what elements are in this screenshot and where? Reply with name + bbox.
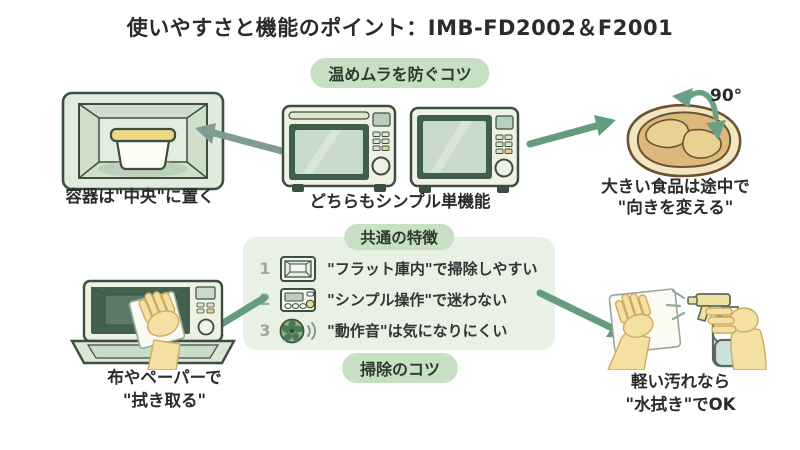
cleaning-tips-badge: 掃除のコツ	[341, 353, 459, 383]
rotate-food-caption: 大きい食品は途中で "向きを変える"	[583, 176, 768, 218]
microwave-left-illustration	[281, 104, 397, 192]
rotation-degree-label: 90°	[710, 86, 743, 106]
wiping-microwave-illustration	[69, 279, 237, 370]
feature-text: "動作音"は気になりにくい	[327, 322, 508, 340]
features-list: 1 "フラット庫内"で掃除しやすい 2	[257, 253, 547, 346]
microwave-interior-illustration	[61, 91, 225, 191]
arrow-right-icon	[526, 115, 616, 148]
rotation-arrow-icon	[672, 88, 726, 140]
features-header-badge: 共通の特徴	[344, 224, 454, 250]
spray-caption-line1: 軽い汚れなら	[631, 372, 730, 391]
wipe-caption: 布やペーパーで "拭き取る"	[72, 366, 257, 412]
center-caption: どちらもシンプル単機能	[309, 192, 491, 211]
feature-row: 2 "シンプル操作"で迷わない	[257, 284, 547, 315]
rotate-food-caption-line2: "向きを変える"	[617, 198, 734, 217]
wipe-caption-line1: 布やペーパーで	[107, 368, 222, 387]
fan-icon	[279, 317, 321, 345]
features-panel: 共通の特徴 1 "フラット庫内"で掃除しやすい	[243, 224, 555, 350]
page-title: 使いやすさと機能のポイント：IMB-FD2002＆F2001	[126, 16, 674, 40]
spray-illustration	[607, 288, 767, 370]
wipe-caption-line2: "拭き取る"	[122, 391, 207, 410]
feature-row: 3	[257, 315, 547, 346]
feature-text: "シンプル操作"で迷わない	[327, 291, 508, 309]
feature-number: 1	[259, 259, 271, 278]
microwave-right-illustration	[409, 106, 520, 193]
spray-caption: 軽い汚れなら "水拭き"でOK	[593, 370, 768, 416]
control-panel-icon	[279, 286, 321, 314]
heating-tips-badge: 温めムラを防ぐコツ	[310, 58, 490, 88]
feature-text: "フラット庫内"で掃除しやすい	[327, 260, 538, 278]
spray-caption-line2: "水拭き"でOK	[625, 395, 736, 414]
flat-cavity-icon	[279, 255, 321, 283]
feature-number: 3	[259, 321, 271, 340]
rotate-food-caption-line1: 大きい食品は途中で	[601, 177, 750, 196]
arrow-left-icon	[195, 123, 286, 155]
feature-row: 1 "フラット庫内"で掃除しやすい	[257, 253, 547, 284]
container-caption: 容器は"中央"に置く	[65, 187, 215, 206]
